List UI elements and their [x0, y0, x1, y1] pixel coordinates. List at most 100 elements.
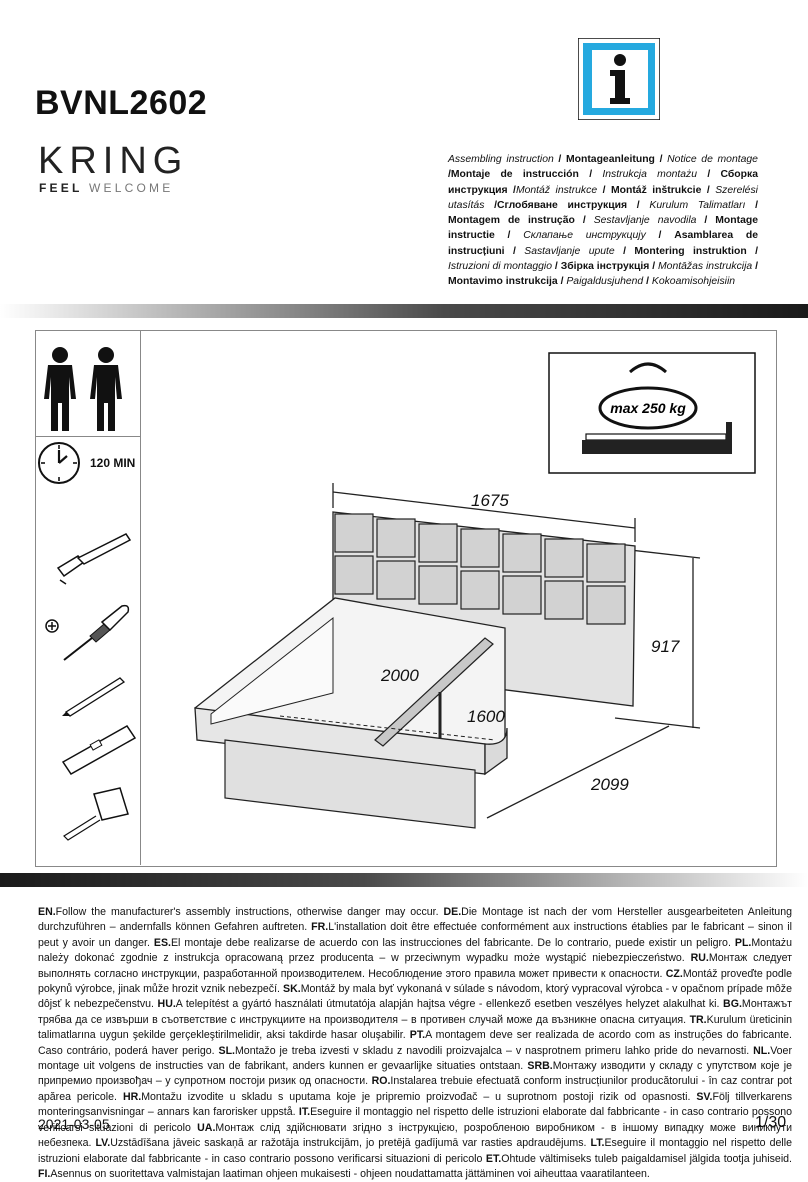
- legal-segment: Follow the manufacturer's assembly instr…: [55, 906, 444, 918]
- legal-segment: FI.: [38, 1167, 51, 1180]
- legal-segment: FR.: [311, 921, 329, 934]
- title-segment: /: [553, 154, 566, 165]
- title-segment: /: [597, 184, 611, 196]
- title-segment: /: [746, 245, 758, 257]
- title-segment: Notice de montage: [667, 154, 758, 165]
- legal-segment: CZ.: [665, 967, 683, 980]
- legal-segment: ET.: [485, 1152, 502, 1165]
- title-segment: Montaje de instrucción: [450, 169, 579, 181]
- title-segment: /: [504, 245, 525, 257]
- legal-segment: HR.: [122, 1090, 142, 1103]
- legal-segment: Монтажу изводити у складу с упутством ко…: [38, 1060, 792, 1088]
- title-segment: Montering instruktion: [634, 245, 747, 257]
- legal-segment: PL.: [734, 936, 752, 949]
- legal-segment: SV.: [696, 1090, 713, 1103]
- info-icon: [578, 38, 660, 120]
- legal-segment: DE.: [443, 906, 462, 918]
- tool-column-divider: [140, 330, 141, 865]
- legal-segment: Montáž proveďte podle pokynů výrobce, ji…: [38, 967, 792, 996]
- legal-segment: A montagem deve ser realizada de acordo …: [38, 1029, 792, 1057]
- legal-segment: Instalarea trebuie efectuată conform ins…: [38, 1075, 793, 1103]
- legal-segment: PT.: [409, 1029, 426, 1042]
- title-segment: Montage instructie: [448, 215, 758, 242]
- top-divider-band: [0, 304, 808, 318]
- mattress-icon: [582, 422, 732, 454]
- pencil-icon: [62, 677, 126, 717]
- title-segment: Сборка инструкция: [448, 169, 758, 196]
- legal-segment: HU.: [157, 998, 176, 1011]
- title-segment: /: [494, 230, 524, 242]
- assembly-time: 120 MIN: [90, 456, 136, 470]
- illustration-panel: [35, 330, 777, 867]
- legal-segment: UA.: [197, 1121, 216, 1134]
- legal-segment: RU.: [690, 952, 709, 965]
- title-segment: /: [627, 199, 650, 211]
- title-segment: /: [696, 215, 716, 227]
- legal-segment: Ohtude vältimiseks tuleb paigaldamisel j…: [501, 1152, 793, 1165]
- safety-notice: EN.Follow the manufacturer's assembly in…: [38, 905, 792, 1182]
- title-segment: Asamblarea de instrucțiuni: [448, 230, 758, 257]
- title-segment: Montāžas instrukcija: [658, 261, 753, 273]
- title-segment: /: [578, 169, 603, 181]
- hammer-icon: [56, 533, 132, 585]
- screwdriver-icon: [45, 604, 130, 661]
- max-load-label: max 250 kg: [610, 400, 686, 416]
- legal-segment: SK.: [283, 983, 301, 996]
- title-segment: Kurulum Talimatları: [649, 199, 746, 211]
- legal-segment: RO.: [371, 1075, 391, 1088]
- title-segment: Instrukcja montażu: [602, 169, 698, 181]
- legal-segment: Voer montage uit volgens de instructies …: [38, 1044, 792, 1073]
- title-segment: /: [448, 169, 451, 181]
- legal-segment: Montażu należy dokonać zgodnie z instruk…: [38, 936, 792, 965]
- legal-segment: L'installation doit être effectuée confo…: [38, 921, 792, 949]
- tape-measure-icon: [63, 787, 129, 841]
- dim-length-total: 2099: [590, 775, 629, 794]
- title-segment: Збірка інструкція: [560, 261, 650, 273]
- title-segment: Сглобяване инструкция: [497, 199, 628, 211]
- brand-tagline: FEEL WELCOME: [39, 181, 173, 195]
- title-segment: /: [484, 199, 497, 211]
- dim-length-inner: 2000: [380, 666, 419, 685]
- dim-width-total: 1675: [471, 491, 509, 510]
- title-segment: /: [643, 276, 652, 288]
- title-segment: Paigaldusjuhend: [566, 276, 644, 288]
- legal-segment: Följ tillverkarens monteringsanvisningar…: [38, 1090, 793, 1119]
- brand-logo: KRING: [38, 140, 189, 182]
- legal-segment: NL.: [753, 1044, 771, 1057]
- title-segment: Montageanleitung: [566, 154, 655, 165]
- legal-segment: Montáž by mala byť vykonaná v súlade s n…: [38, 983, 792, 1011]
- title-segment: /: [697, 169, 721, 181]
- legal-segment: Montažu izvodite u skladu s uputama koje…: [141, 1090, 697, 1103]
- title-segment: /: [701, 184, 716, 196]
- tagline-bold: FEEL: [39, 181, 83, 195]
- title-segment: /: [654, 154, 668, 165]
- legal-segment: Die Montage ist nach der vom Hersteller …: [38, 906, 792, 934]
- legal-segment: ES.: [153, 936, 171, 949]
- legal-segment: LT.: [590, 1137, 605, 1150]
- legal-segment: Asennus on suoritettava valmistajan laat…: [50, 1167, 650, 1180]
- title-segment: Sastavljanje upute: [524, 245, 615, 257]
- title-segment: /: [574, 215, 594, 227]
- title-segment: /: [614, 245, 635, 257]
- people-divider: [35, 436, 140, 437]
- legal-segment: EN.: [38, 906, 56, 918]
- legal-segment: Uzstādīšana jāveic saskaņā ar ražotāja i…: [110, 1137, 591, 1150]
- instruction-titles: Assembling instruction / Montageanleitun…: [448, 152, 758, 290]
- title-segment: /: [507, 184, 516, 196]
- title-segment: Szerelési utasítás: [448, 184, 758, 211]
- title-segment: /: [552, 261, 561, 273]
- title-segment: /: [645, 230, 675, 242]
- title-segment: Kokoamisohjeisiin: [651, 276, 736, 288]
- title-segment: Istruzioni di montaggio: [448, 261, 553, 273]
- legal-segment: BG.: [723, 998, 742, 1011]
- legal-segment: Монтажът трябва да се извърши в съответс…: [38, 998, 792, 1026]
- title-segment: Montagem de instrução: [448, 215, 575, 227]
- title-segment: Sestavljanje navodila: [593, 215, 697, 227]
- legal-segment: Kurulum üreticinin talimatlarına uygun ş…: [38, 1013, 792, 1042]
- legal-segment: Eseguire il montaggio nel rispetto delle…: [38, 1106, 792, 1134]
- max-load-callout: max 250 kg: [548, 352, 756, 474]
- legal-segment: SL.: [218, 1044, 235, 1057]
- legal-segment: IT.: [298, 1106, 311, 1119]
- bottom-divider-band: [0, 873, 808, 887]
- title-segment: /: [557, 276, 567, 288]
